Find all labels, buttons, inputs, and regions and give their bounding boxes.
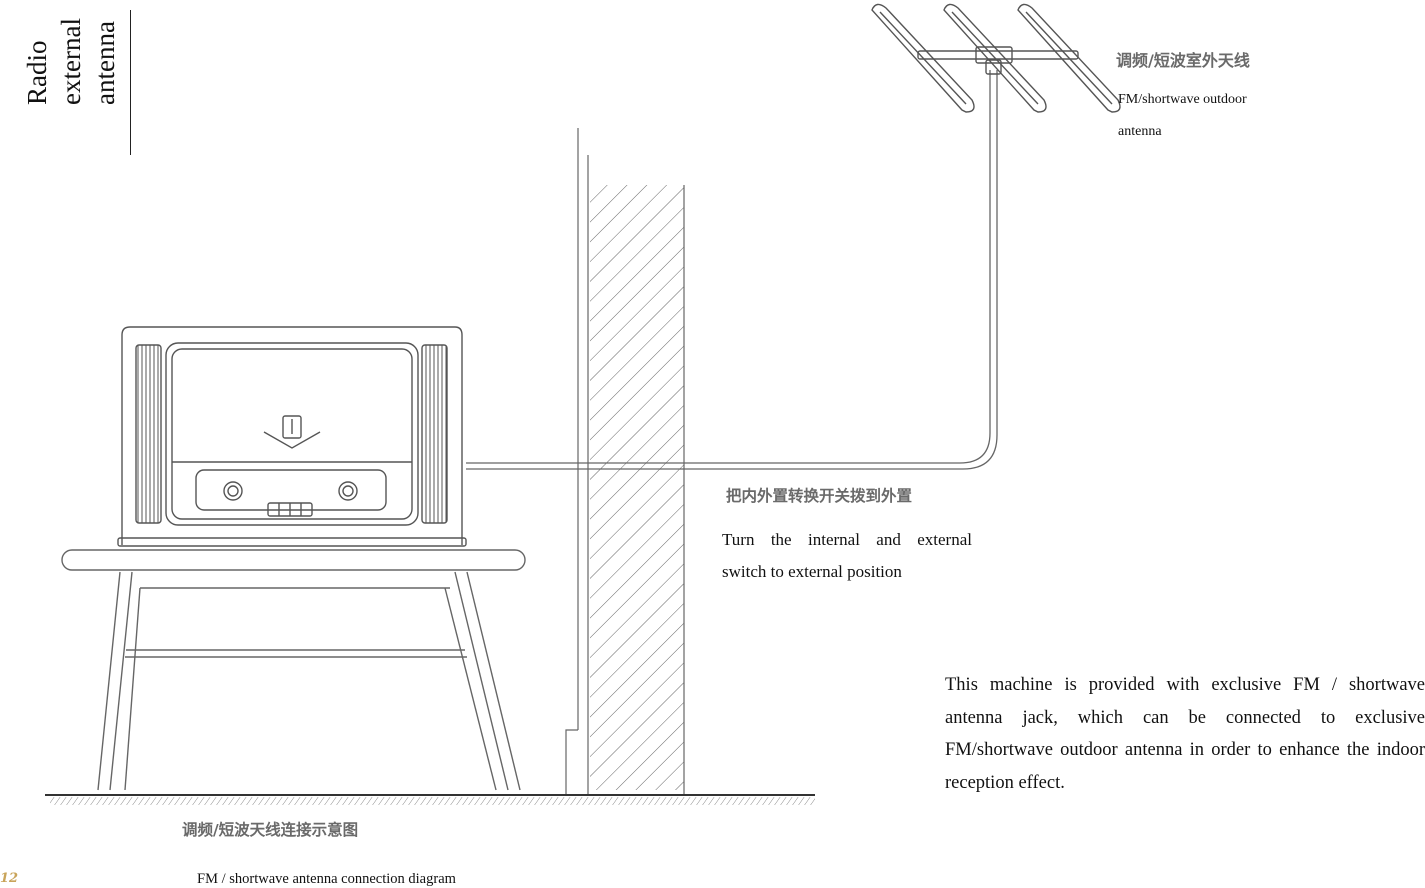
description-paragraph: This machine is provided with exclusive … [945,675,1425,793]
antenna-cable [466,70,998,470]
radio [117,326,467,547]
title-line-3: antenna [90,21,120,105]
title-line-2: external [56,18,86,105]
diagram-caption-cn: 调频/短波天线连接示意图 [182,821,359,839]
outdoor-antenna-label-en: FM/shortwave outdoor antenna [1118,84,1247,148]
switch-label-line-2: switch to external position [722,562,902,581]
page-number: 12 [0,871,19,886]
ground [45,794,815,805]
switch-label-line-1: Turn the internal and external [722,530,972,549]
outdoor-antenna-label-cn: 调频/短波室外天线 [1116,51,1250,70]
wall [565,128,685,795]
diagram-caption-en: FM / shortwave antenna connection diagra… [197,871,456,887]
page-title: Radio external antenna [20,18,122,105]
title-divider [130,10,131,155]
outdoor-antenna-label-line-1: FM/shortwave outdoor [1118,92,1247,107]
switch-label-en: Turn the internal and external switch to… [722,524,972,588]
outdoor-antenna-label-line-2: antenna [1118,124,1162,139]
switch-label-cn: 把内外置转换开关拨到外置 [726,487,913,505]
title-line-1: Radio [22,40,52,105]
table [61,549,526,791]
outdoor-antenna [871,3,1121,113]
